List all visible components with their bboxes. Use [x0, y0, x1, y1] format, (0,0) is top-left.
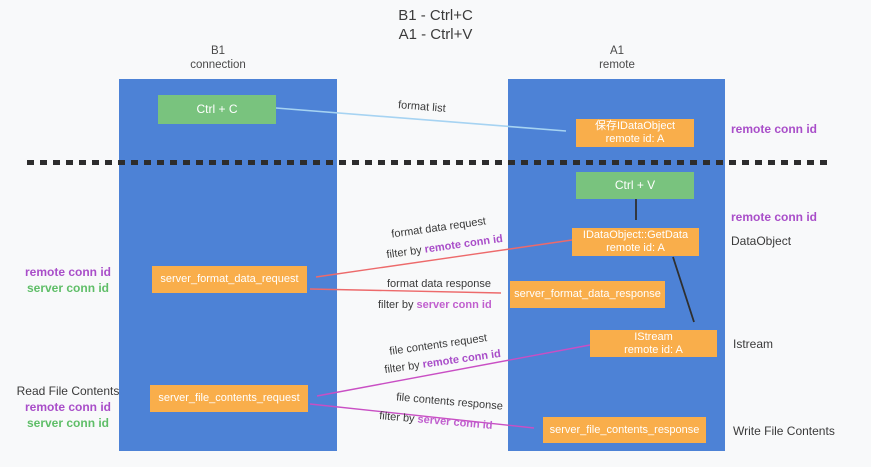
edge-label-format-data-response: format data response — [387, 278, 491, 290]
label-remote-conn-id-mid: remote conn id — [731, 210, 818, 224]
diagram-title: B1 - Ctrl+C A1 - Ctrl+V — [300, 6, 571, 44]
label-left-server-conn-id-2: server conn id — [26, 416, 110, 430]
column-b1-role: connection — [190, 59, 246, 71]
node-server-format-data-request-label: server_format_data_request — [160, 273, 299, 285]
left-conn-id-stack-1: remote conn id server conn id — [8, 264, 128, 296]
column-a1-role: remote — [599, 59, 635, 71]
node-istream-line2: remote id: A — [624, 343, 683, 356]
filter-server-conn-id: server conn id — [416, 299, 492, 311]
edge-label-format-list: format list — [397, 99, 447, 115]
phase-divider-dashed-line — [27, 160, 833, 165]
node-ctrl-c: Ctrl + C — [158, 95, 276, 124]
node-getdata-line1: IDataObject::GetData — [582, 229, 689, 241]
filter-server-conn-id: server conn id — [417, 413, 493, 432]
column-a1-name: A1 — [609, 45, 625, 57]
label-remote-conn-id-top: remote conn id — [731, 122, 818, 136]
node-istream-line1: IStream — [634, 330, 673, 343]
title-line-2: A1 - Ctrl+V — [398, 26, 473, 43]
label-read-file-contents: Read File Contents — [16, 384, 120, 398]
filter-remote-conn-id: remote conn id — [423, 232, 504, 256]
node-save-idataobject-line2: remote id: A — [605, 133, 665, 145]
label-istream: Istream — [733, 337, 774, 351]
node-idataobject-getdata: IDataObject::GetData remote id: A — [572, 228, 699, 256]
column-header-b1: B1 connection — [148, 44, 288, 72]
column-header-a1: A1 remote — [547, 44, 687, 72]
node-istream: IStream remote id: A — [590, 330, 717, 357]
node-ctrl-v: Ctrl + V — [576, 172, 694, 199]
label-left-server-conn-id-1: server conn id — [26, 281, 110, 295]
node-save-idataobject: 保存IDataObject remote id: A — [576, 119, 694, 147]
title-line-1: B1 - Ctrl+C — [398, 7, 473, 24]
node-server-file-contents-response-label: server_file_contents_response — [549, 423, 700, 436]
label-left-remote-conn-id-2: remote conn id — [24, 400, 111, 414]
filter-by-text: filter by — [383, 359, 421, 377]
node-server-file-contents-request: server_file_contents_request — [150, 385, 308, 412]
node-getdata-line2: remote id: A — [606, 242, 665, 254]
label-dataobject: DataObject — [731, 234, 792, 248]
node-server-file-contents-request-label: server_file_contents_request — [158, 392, 300, 404]
left-conn-id-stack-2: Read File Contents remote conn id server… — [8, 383, 128, 431]
label-left-remote-conn-id-1: remote conn id — [24, 265, 111, 279]
node-server-format-data-response-label: server_format_data_response — [514, 288, 661, 300]
node-server-format-data-request: server_format_data_request — [152, 266, 307, 293]
edge-label-file-contents-response: file contents response — [395, 391, 504, 413]
column-b1-name: B1 — [210, 45, 226, 57]
node-server-format-data-response: server_format_data_response — [510, 281, 665, 308]
filter-by-text: filter by — [378, 299, 414, 311]
node-server-file-contents-response: server_file_contents_response — [543, 417, 706, 443]
node-ctrl-c-label: Ctrl + C — [196, 102, 238, 116]
filter-by-text: filter by — [378, 410, 416, 426]
node-ctrl-v-label: Ctrl + V — [614, 178, 656, 192]
label-write-file-contents: Write File Contents — [733, 424, 835, 438]
filter-by-text: filter by — [385, 244, 423, 262]
node-save-idataobject-line1: 保存IDataObject — [594, 120, 676, 132]
